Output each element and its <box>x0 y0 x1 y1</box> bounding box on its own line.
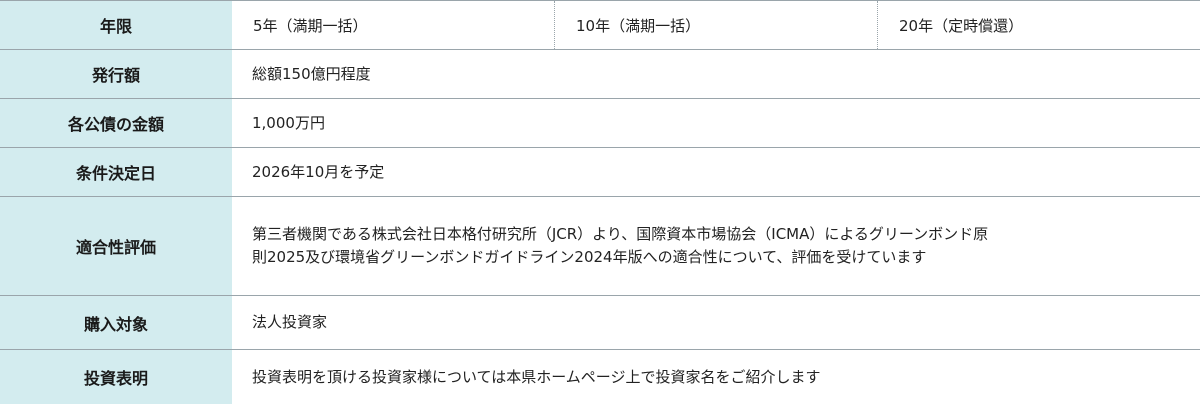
label-investment-statement: 投資表明 <box>0 350 232 404</box>
label-eligibility: 適合性評価 <box>0 197 232 295</box>
term-5-year: 5年（満期一括） <box>253 16 368 35</box>
term-20-year: 20年（定時償還） <box>877 1 1200 49</box>
row-pricing-date: 条件決定日 2026年10月を予定 <box>0 148 1200 197</box>
value-issue-amount: 総額150億円程度 <box>252 64 371 83</box>
label-issue-amount: 発行額 <box>0 50 232 98</box>
term-values: 5年（満期一括） 10年（満期一括） 20年（定時償還） <box>232 1 1200 49</box>
value-investment-statement: 投資表明を頂ける投資家様については本県ホームページ上で投資家名をご紹介します <box>252 367 821 386</box>
row-denomination: 各公債の金額 1,000万円 <box>0 99 1200 148</box>
row-investment-statement: 投資表明 投資表明を頂ける投資家様については本県ホームページ上で投資家名をご紹介… <box>0 350 1200 404</box>
label-pricing-date: 条件決定日 <box>0 148 232 196</box>
row-target-buyers: 購入対象 法人投資家 <box>0 296 1200 350</box>
eligibility-line-1: 第三者機関である株式会社日本格付研究所（JCR）より、国際資本市場協会（ICMA… <box>252 225 989 243</box>
value-target-buyers: 法人投資家 <box>252 313 328 331</box>
eligibility-line-2: 則2025及び環境省グリーンボンドガイドライン2024年版への適合性について、評… <box>252 248 927 266</box>
term-10-year: 10年（満期一括） <box>554 1 877 49</box>
row-term: 年限 5年（満期一括） 10年（満期一括） 20年（定時償還） <box>0 1 1200 50</box>
row-eligibility: 適合性評価 第三者機関である株式会社日本格付研究所（JCR）より、国際資本市場協… <box>0 197 1200 296</box>
value-pricing-date: 2026年10月を予定 <box>252 162 385 181</box>
label-term: 年限 <box>0 1 232 49</box>
row-issue-amount: 発行額 総額150億円程度 <box>0 50 1200 99</box>
value-eligibility: 第三者機関である株式会社日本格付研究所（JCR）より、国際資本市場協会（ICMA… <box>232 197 1200 295</box>
value-denomination: 1,000万円 <box>252 113 325 132</box>
label-target-buyers: 購入対象 <box>0 296 232 349</box>
label-denomination: 各公債の金額 <box>0 99 232 147</box>
